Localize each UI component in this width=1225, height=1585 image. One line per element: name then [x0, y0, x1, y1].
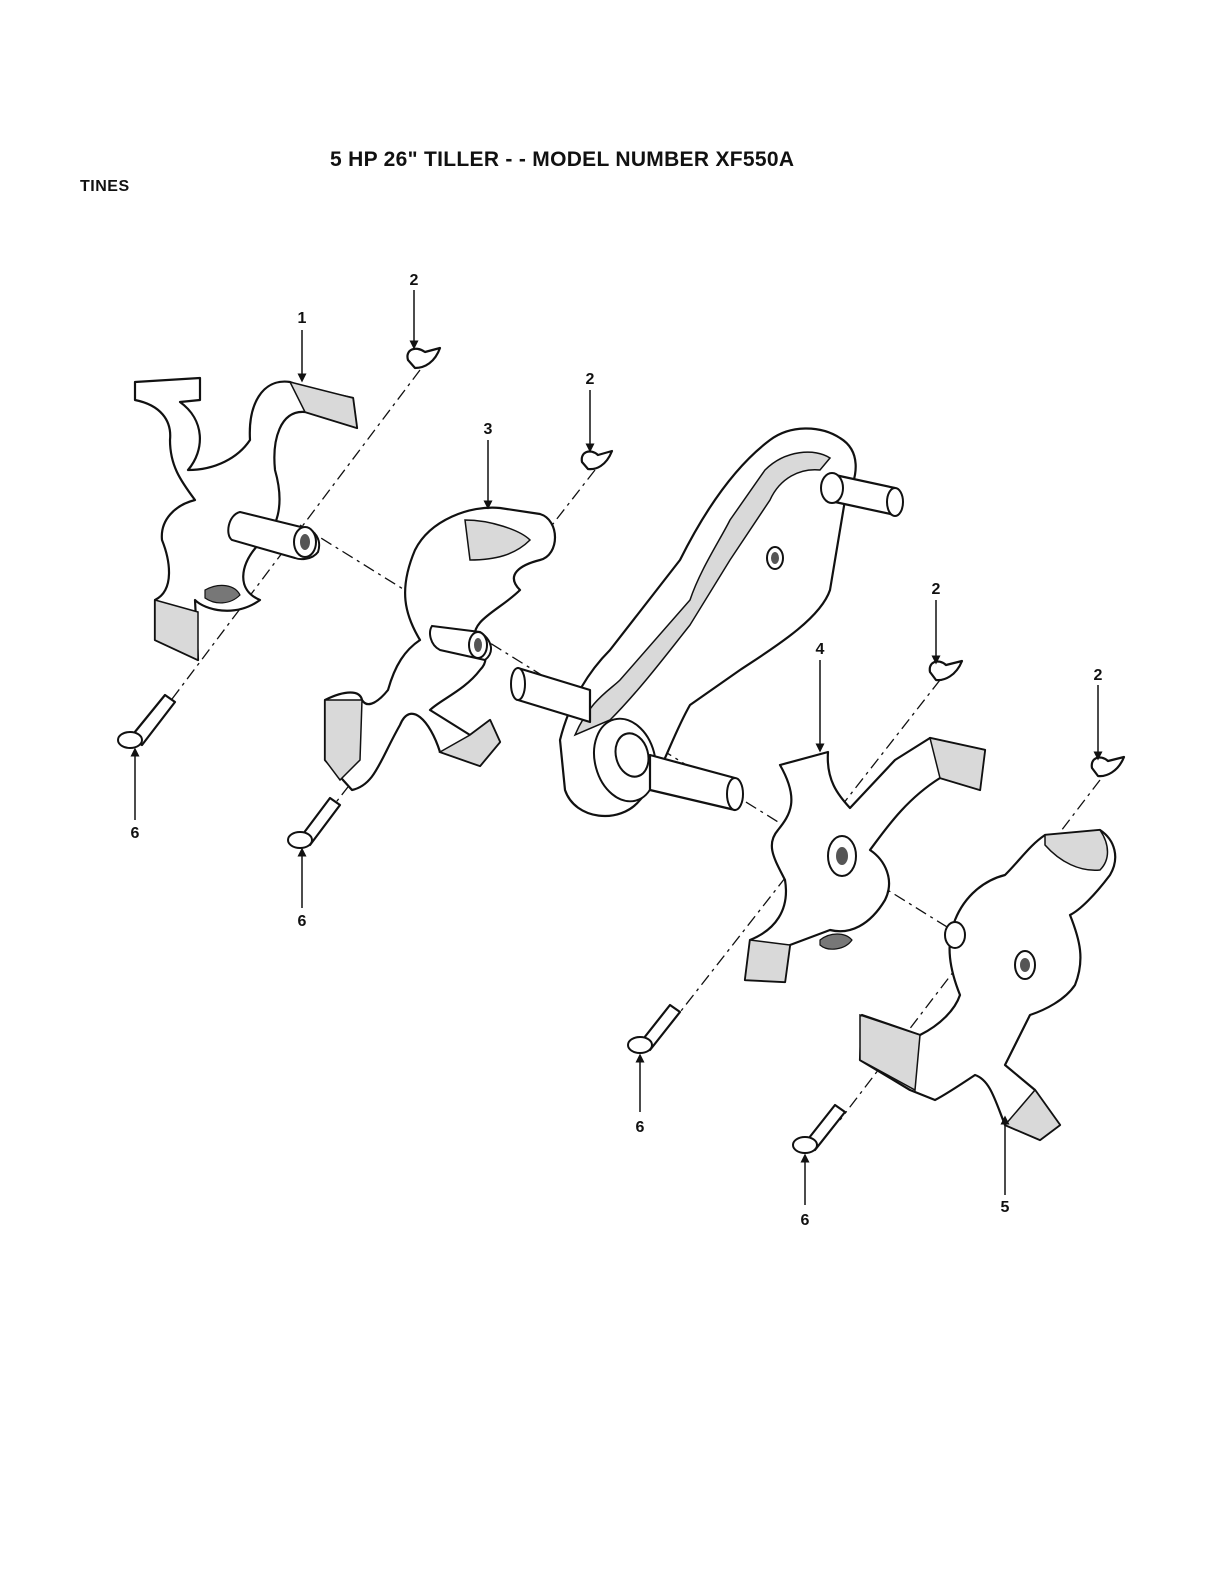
callout-6-b: 6: [298, 913, 307, 930]
callout-6-d: 6: [801, 1212, 810, 1229]
callout-4: 4: [816, 641, 825, 658]
callout-2-b: 2: [586, 371, 595, 388]
tine-assembly-right: [860, 830, 1115, 1140]
callout-6-a: 6: [131, 825, 140, 842]
callout-1: 1: [298, 310, 307, 327]
tine-assembly-inner-left: [325, 508, 555, 790]
callout-5: 5: [1001, 1199, 1010, 1216]
callout-3: 3: [484, 421, 493, 438]
callout-2-a: 2: [410, 272, 419, 289]
callout-2-c: 2: [932, 581, 941, 598]
tine-assembly-left: [135, 378, 357, 660]
callout-6-c: 6: [636, 1119, 645, 1136]
callout-2-d: 2: [1094, 667, 1103, 684]
